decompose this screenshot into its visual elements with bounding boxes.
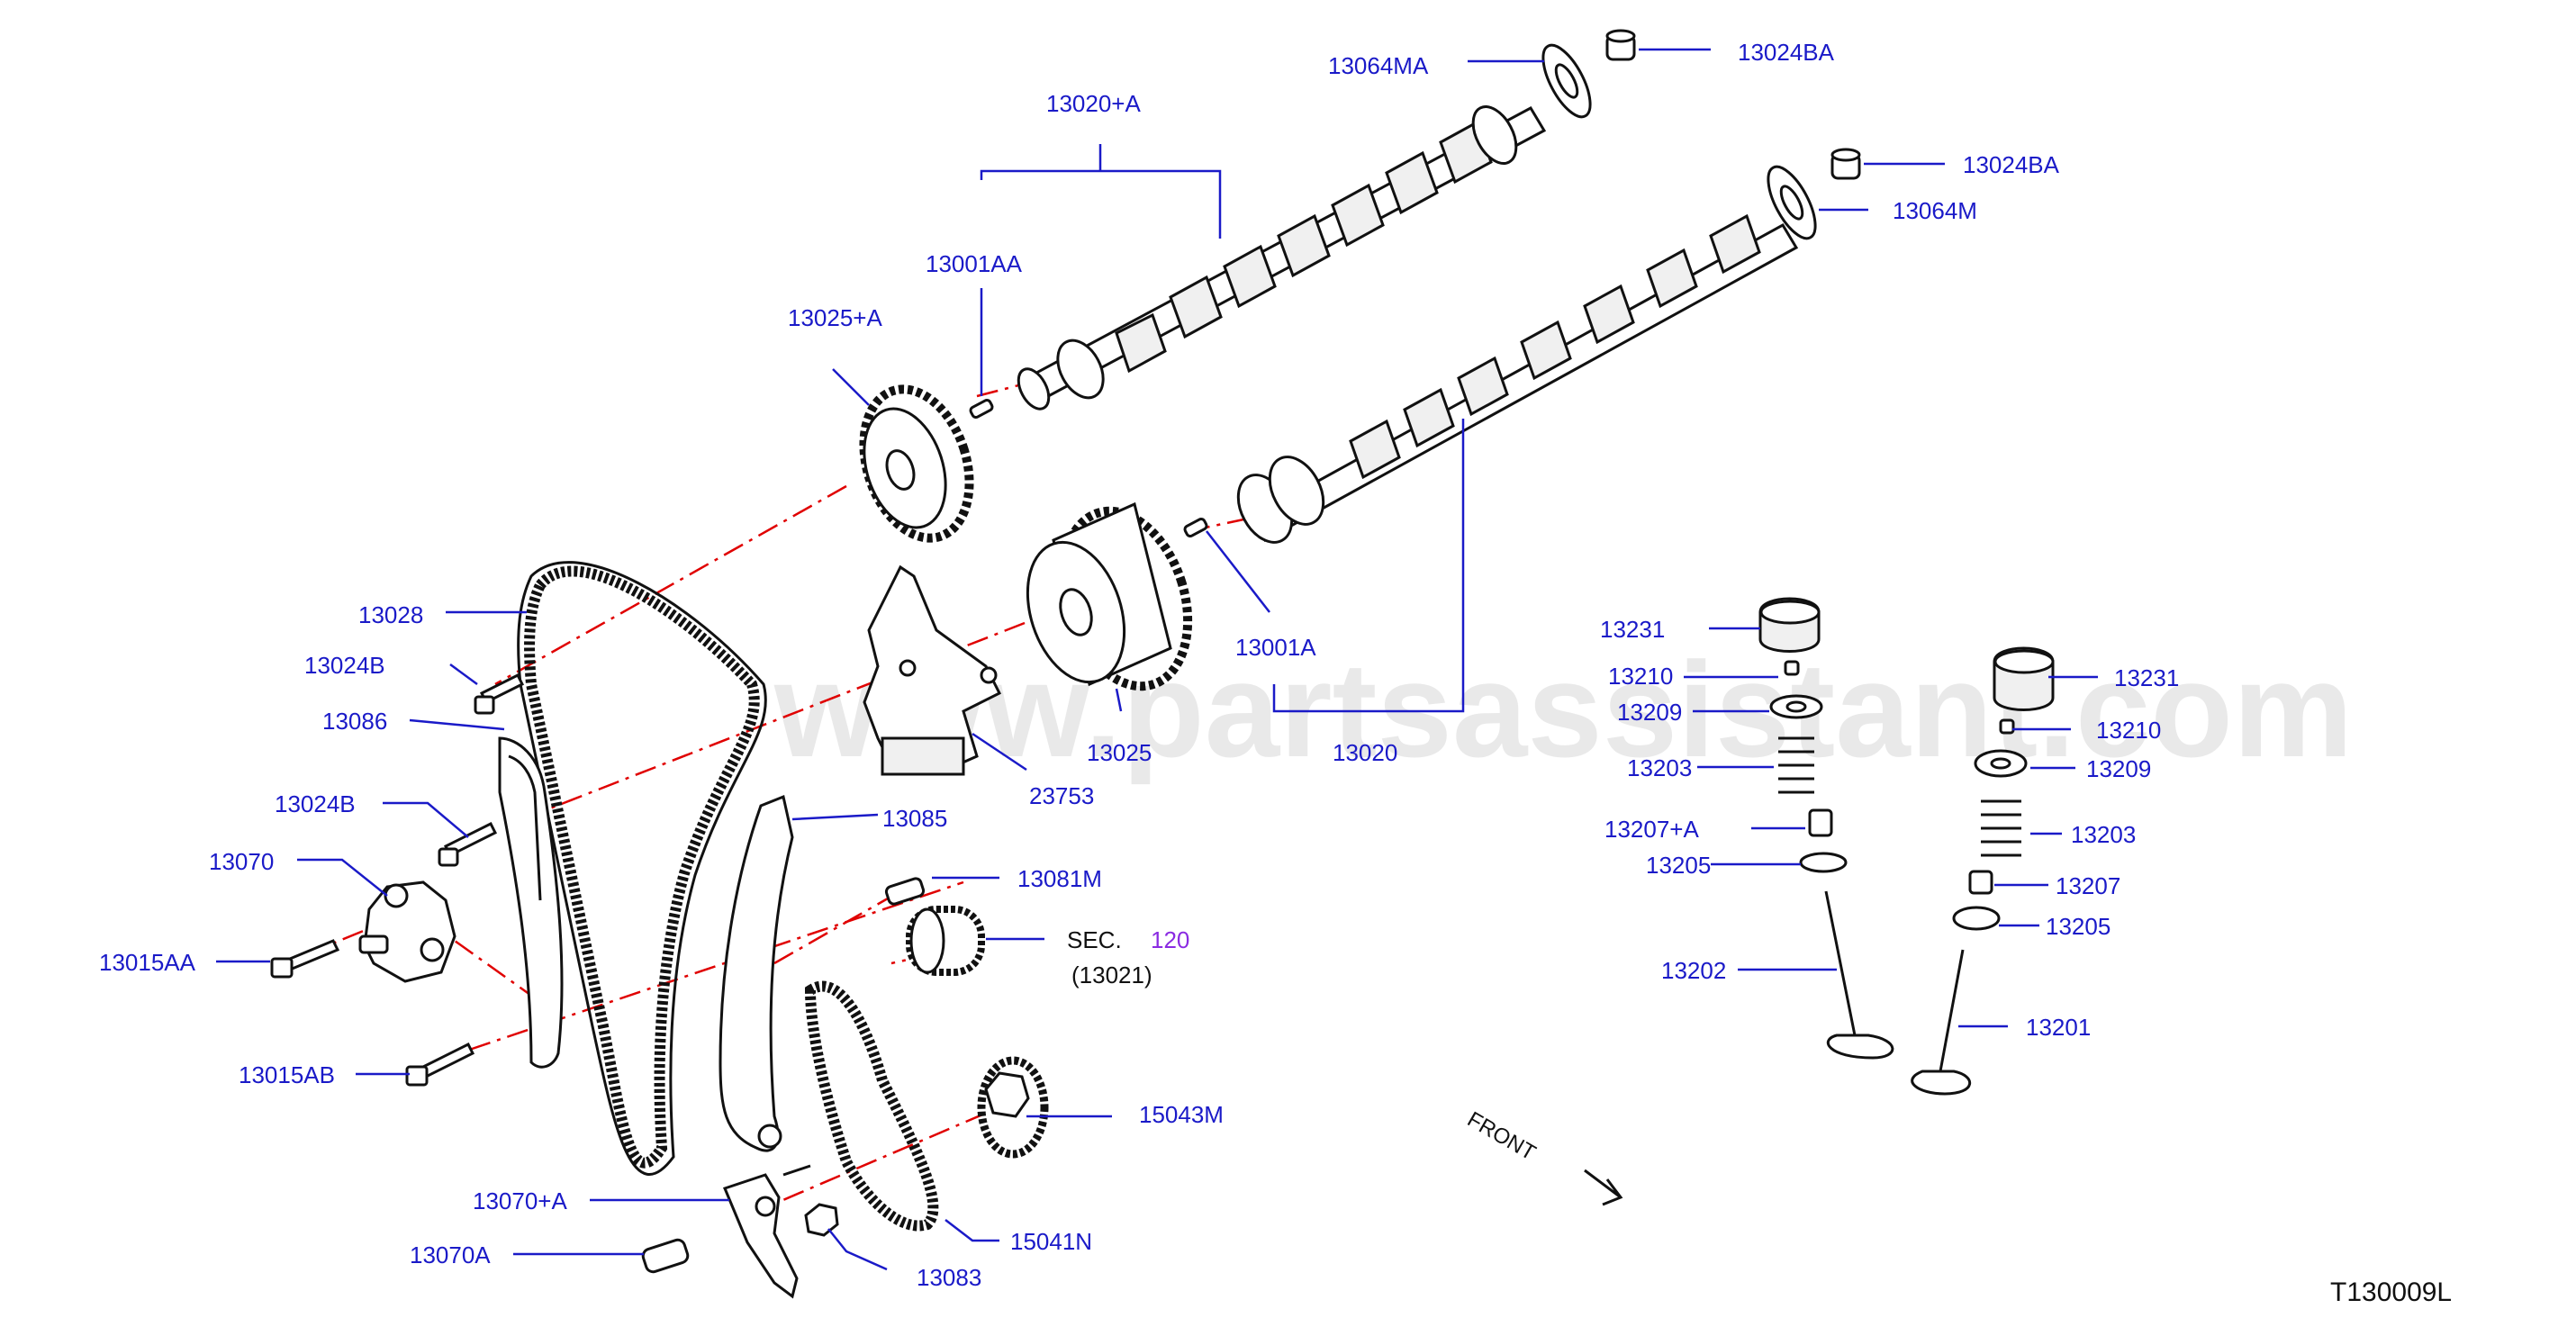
valve-assembly-left bbox=[1758, 597, 1894, 1060]
dowel-pin-a bbox=[1183, 517, 1208, 538]
label-13209-right: 13209 bbox=[2086, 755, 2151, 782]
sleeve-13070a bbox=[641, 1238, 690, 1274]
signal-plate-ma bbox=[1541, 43, 1592, 119]
label-13231-right: 13231 bbox=[2114, 664, 2179, 691]
front-arrow bbox=[1584, 1169, 1623, 1206]
bolt-13024ba-lower bbox=[1830, 148, 1861, 180]
label-13024b-upper: 13024B bbox=[304, 652, 385, 679]
valve-timing-control-13025 bbox=[1026, 501, 1193, 691]
label-13001a: 13001A bbox=[1235, 634, 1316, 661]
leader-lines bbox=[216, 48, 2098, 1271]
label-13064m: 13064M bbox=[1893, 197, 1977, 224]
label-13083: 13083 bbox=[917, 1264, 981, 1291]
chain-tensioner-13070 bbox=[358, 880, 456, 983]
pin-13081m bbox=[884, 877, 926, 906]
label-13001aa: 13001AA bbox=[926, 250, 1023, 277]
intake-camshaft bbox=[1017, 105, 1547, 411]
label-13028: 13028 bbox=[358, 601, 423, 628]
cam-sprocket-13025a bbox=[859, 384, 974, 543]
label-sec-number: 120 bbox=[1151, 926, 1189, 953]
label-13205-right: 13205 bbox=[2046, 913, 2111, 940]
oil-pump-chain-15041n bbox=[804, 980, 939, 1232]
label-13201: 13201 bbox=[2026, 1014, 2091, 1041]
tensioner-lever bbox=[722, 1164, 811, 1299]
label-13086: 13086 bbox=[322, 708, 387, 735]
label-13209-left: 13209 bbox=[1617, 699, 1682, 726]
label-13203-left: 13203 bbox=[1627, 754, 1692, 781]
label-15041n: 15041N bbox=[1010, 1228, 1092, 1255]
label-13024ba-lower: 13024BA bbox=[1963, 151, 2060, 178]
label-13085: 13085 bbox=[882, 805, 947, 832]
crank-sprocket bbox=[906, 906, 985, 976]
label-13021: (13021) bbox=[1071, 961, 1152, 988]
label-13015ab: 13015AB bbox=[239, 1061, 335, 1088]
watermark: www.partsassistant.com bbox=[773, 634, 2353, 785]
label-13070: 13070 bbox=[209, 848, 274, 875]
bolt-13024ba-upper bbox=[1605, 29, 1636, 61]
label-13210-right: 13210 bbox=[2096, 717, 2161, 744]
label-13015aa: 13015AA bbox=[99, 949, 196, 976]
label-13202: 13202 bbox=[1661, 957, 1726, 984]
label-13025-a: 13025+A bbox=[788, 304, 882, 331]
bolt-13024b-upper bbox=[474, 673, 525, 715]
label-13064ma: 13064MA bbox=[1328, 52, 1429, 79]
oil-pump-sprocket-15043m bbox=[977, 1056, 1049, 1159]
label-13231-left: 13231 bbox=[1600, 616, 1665, 643]
valve-assembly-right bbox=[1911, 646, 2055, 1096]
label-13205-left: 13205 bbox=[1646, 852, 1711, 879]
slack-guide-13086 bbox=[498, 736, 564, 1069]
label-15043m: 15043M bbox=[1139, 1101, 1224, 1128]
label-13024b-lower: 13024B bbox=[275, 790, 356, 817]
timing-chain-13028 bbox=[517, 561, 767, 1176]
label-13207: 13207 bbox=[2056, 872, 2120, 899]
exhaust-camshaft bbox=[1236, 213, 1799, 544]
label-13210-left: 13210 bbox=[1608, 663, 1673, 690]
dowel-pin-aa bbox=[969, 398, 994, 420]
front-label: FRONT bbox=[1463, 1107, 1540, 1166]
label-13020-a: 13020+A bbox=[1046, 90, 1141, 117]
label-13070a: 13070A bbox=[410, 1241, 491, 1268]
label-13024ba-upper: 13024BA bbox=[1738, 39, 1835, 66]
label-13070-a: 13070+A bbox=[473, 1187, 567, 1214]
drawing-code: T130009L bbox=[2330, 1277, 2452, 1307]
bolt-13015ab bbox=[405, 1042, 475, 1087]
label-13020: 13020 bbox=[1333, 739, 1397, 766]
bolt-13015aa bbox=[270, 939, 340, 979]
signal-plate-m bbox=[1767, 165, 1817, 240]
position-sensor-cover-23753 bbox=[863, 564, 1002, 776]
tension-guide-13085 bbox=[719, 794, 794, 1152]
label-23753: 23753 bbox=[1029, 782, 1094, 809]
label-sec: SEC. bbox=[1067, 926, 1122, 953]
label-13025: 13025 bbox=[1087, 739, 1152, 766]
label-13203-right: 13203 bbox=[2071, 821, 2136, 848]
nut-13083 bbox=[804, 1203, 839, 1237]
label-13207-a: 13207+A bbox=[1604, 816, 1699, 843]
label-13081m: 13081M bbox=[1017, 865, 1102, 892]
bolt-13024b-lower bbox=[438, 821, 498, 867]
part-labels: 13064MA 13024BA 13020+A 13024BA 13064M 1… bbox=[99, 39, 2179, 1291]
